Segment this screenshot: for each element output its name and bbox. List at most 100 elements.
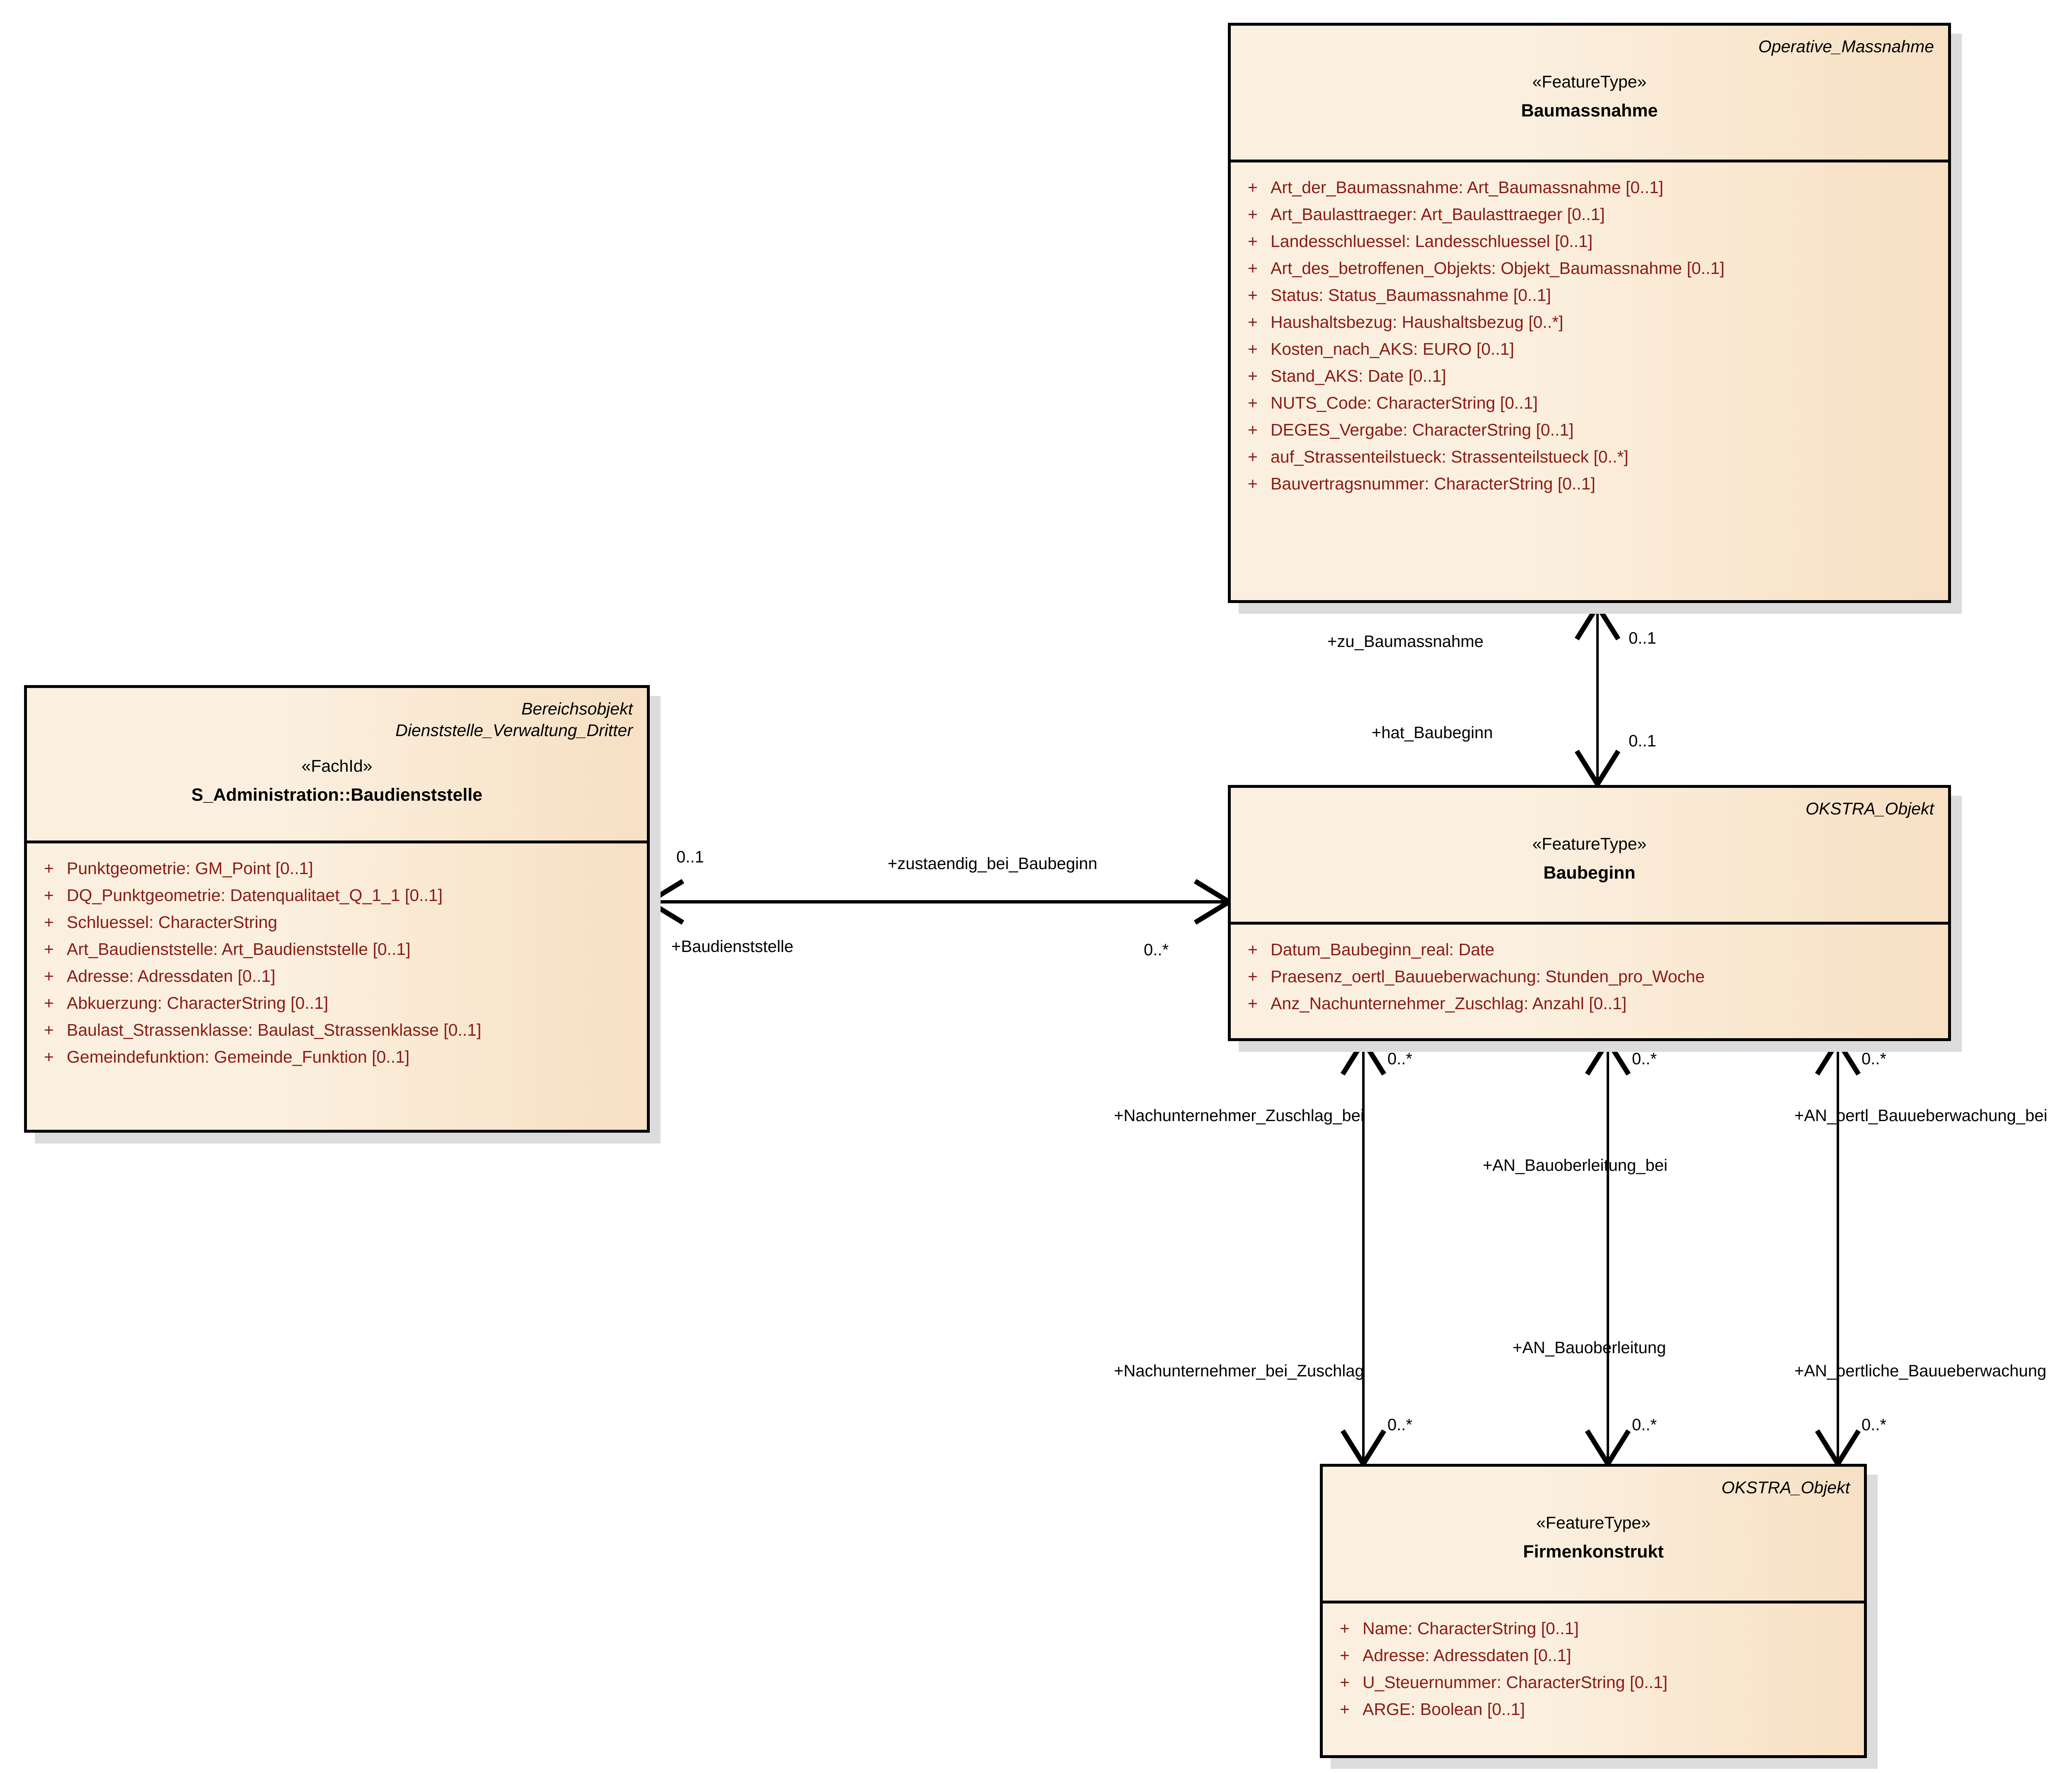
assoc-role-zu-baumassnahme: +zu_Baumassnahme xyxy=(1327,632,1484,651)
class-tagline-baubeginn: OKSTRA_Objekt xyxy=(1806,799,1934,818)
attribute-visibility: + xyxy=(44,913,54,932)
class-header-baumassnahme: Operative_Massnahme «FeatureType» Baumas… xyxy=(1231,26,1948,162)
attribute-row: + Baulast_Strassenklasse: Baulast_Strass… xyxy=(31,1017,643,1044)
attribute-signature: DQ_Punktgeometrie: Datenqualitaet_Q_1_1 … xyxy=(67,886,443,905)
attribute-signature: Punktgeometrie: GM_Point [0..1] xyxy=(67,859,313,878)
assoc-role-nachunternehmer-bei-zuschlag: +Nachunternehmer_bei_Zuschlag xyxy=(1114,1362,1364,1380)
class-header-baubeginn: OKSTRA_Objekt «FeatureType» Baubeginn xyxy=(1231,788,1948,925)
attribute-visibility: + xyxy=(1248,178,1258,197)
attribute-signature: DEGES_Vergabe: CharacterString [0..1] xyxy=(1271,420,1574,439)
attribute-signature: Anz_Nachunternehmer_Zuschlag: Anzahl [0.… xyxy=(1271,994,1627,1013)
assoc-mult-bauoberleitung-bottom: 0..* xyxy=(1632,1416,1657,1434)
assoc-role-zustaendig-bei-baubeginn: +zustaendig_bei_Baubeginn xyxy=(888,855,1097,873)
attribute-row: + ARGE: Boolean [0..1] xyxy=(1327,1696,1860,1723)
class-attributes-firmenkonstrukt: + Name: CharacterString [0..1] + Adresse… xyxy=(1323,1603,1864,1734)
class-stereotype-baudienststelle: «FachId» xyxy=(301,756,373,775)
assoc-role-an-bauoberleitung: +AN_Bauoberleitung xyxy=(1513,1339,1666,1357)
attribute-signature: Praesenz_oertl_Bauueberwachung: Stunden_… xyxy=(1271,967,1705,986)
attribute-signature: Haushaltsbezug: Haushaltsbezug [0..*] xyxy=(1271,312,1564,332)
attribute-visibility: + xyxy=(44,1020,54,1039)
attribute-visibility: + xyxy=(44,1047,54,1066)
attribute-visibility: + xyxy=(44,940,54,959)
attribute-signature: Gemeindefunktion: Gemeinde_Funktion [0..… xyxy=(67,1047,410,1066)
class-box-firmenkonstrukt[interactable]: OKSTRA_Objekt «FeatureType» Firmenkonstr… xyxy=(1320,1464,1867,1758)
attribute-visibility: + xyxy=(1248,339,1258,358)
attribute-visibility: + xyxy=(1248,474,1258,493)
class-tagline-firmenkonstrukt: OKSTRA_Objekt xyxy=(1721,1478,1850,1497)
assoc-mult-baubeginn-right: 0..* xyxy=(1144,941,1169,959)
assoc-mult-bauoberleitung-top: 0..* xyxy=(1632,1050,1657,1068)
attribute-row: + Adresse: Adressdaten [0..1] xyxy=(1327,1642,1860,1669)
assoc-mult-nachunternehmer-top: 0..* xyxy=(1387,1050,1413,1068)
class-name-baumassnahme: Baumassnahme xyxy=(1521,101,1658,121)
attribute-visibility: + xyxy=(1248,286,1258,305)
attribute-signature: Bauvertragsnummer: CharacterString [0..1… xyxy=(1271,474,1595,493)
attribute-signature: Stand_AKS: Date [0..1] xyxy=(1271,366,1446,385)
attribute-signature: U_Steuernummer: CharacterString [0..1] xyxy=(1363,1673,1668,1692)
assoc-role-nachunternehmer-zuschlag-bei: +Nachunternehmer_Zuschlag_bei xyxy=(1114,1107,1364,1125)
class-stereotype-baubeginn: «FeatureType» xyxy=(1532,834,1647,854)
class-name-firmenkonstrukt: Firmenkonstrukt xyxy=(1523,1542,1664,1562)
class-name-baubeginn: Baubeginn xyxy=(1543,863,1636,883)
attribute-signature: Schluessel: CharacterString xyxy=(67,913,278,932)
class-box-baudienststelle[interactable]: Bereichsobjekt Dienststelle_Verwaltung_D… xyxy=(24,685,650,1133)
attribute-row: + Punktgeometrie: GM_Point [0..1] xyxy=(31,855,643,882)
class-header-baudienststelle: Bereichsobjekt Dienststelle_Verwaltung_D… xyxy=(27,688,647,843)
attribute-signature: Art_der_Baumassnahme: Art_Baumassnahme [… xyxy=(1271,178,1664,197)
assoc-mult-zu-baumassnahme: 0..1 xyxy=(1629,629,1656,647)
attribute-visibility: + xyxy=(1248,232,1258,251)
attribute-row: + Landesschluessel: Landesschluessel [0.… xyxy=(1235,228,1944,255)
class-header-firmenkonstrukt: OKSTRA_Objekt «FeatureType» Firmenkonstr… xyxy=(1323,1467,1864,1603)
assoc-role-baudienststelle: +Baudienststelle xyxy=(671,937,794,956)
attribute-row: + Haushaltsbezug: Haushaltsbezug [0..*] xyxy=(1235,309,1944,336)
attribute-signature: Art_Baulasttraeger: Art_Baulasttraeger [… xyxy=(1271,205,1605,224)
attribute-visibility: + xyxy=(1340,1673,1350,1692)
assoc-role-an-oertliche-bauueberwachung: +AN_oertliche_Bauueberwachung xyxy=(1794,1362,2047,1380)
attribute-visibility: + xyxy=(1340,1646,1350,1665)
attribute-row: + Adresse: Adressdaten [0..1] xyxy=(31,963,643,990)
attribute-visibility: + xyxy=(44,859,54,878)
attribute-signature: auf_Strassenteilstueck: Strassenteilstue… xyxy=(1271,447,1629,466)
attribute-visibility: + xyxy=(44,886,54,905)
assoc-mult-bauueberwachung-top: 0..* xyxy=(1861,1050,1887,1068)
attribute-visibility: + xyxy=(1248,366,1258,385)
attribute-visibility: + xyxy=(1248,940,1258,959)
attribute-visibility: + xyxy=(1248,312,1258,332)
attribute-row: + Art_der_Baumassnahme: Art_Baumassnahme… xyxy=(1235,174,1944,201)
attribute-visibility: + xyxy=(1248,994,1258,1013)
attribute-row: + Stand_AKS: Date [0..1] xyxy=(1235,363,1944,390)
class-tagline-baudienststelle-line2: Dienststelle_Verwaltung_Dritter xyxy=(395,721,633,740)
class-box-baubeginn[interactable]: OKSTRA_Objekt «FeatureType» Baubeginn + … xyxy=(1228,785,1951,1041)
assoc-role-an-bauoberleitung-bei: +AN_Bauoberleitung_bei xyxy=(1483,1156,1668,1175)
class-tagline-baudienststelle-line1: Bereichsobjekt xyxy=(521,699,633,718)
attribute-row: + Kosten_nach_AKS: EURO [0..1] xyxy=(1235,336,1944,363)
class-box-baumassnahme[interactable]: Operative_Massnahme «FeatureType» Baumas… xyxy=(1228,23,1951,603)
attribute-signature: Name: CharacterString [0..1] xyxy=(1363,1619,1579,1638)
attribute-row: + Name: CharacterString [0..1] xyxy=(1327,1615,1860,1642)
attribute-signature: Status: Status_Baumassnahme [0..1] xyxy=(1271,286,1551,305)
assoc-role-an-oertl-bauueberwachung-bei: +AN_oertl_Bauueberwachung_bei xyxy=(1794,1107,2048,1125)
attribute-visibility: + xyxy=(1340,1700,1350,1719)
class-stereotype-baumassnahme: «FeatureType» xyxy=(1532,72,1647,92)
attribute-row: + Art_Baudienststelle: Art_Baudienststel… xyxy=(31,936,643,963)
assoc-mult-bauueberwachung-bottom: 0..* xyxy=(1861,1416,1887,1434)
attribute-row: + Schluessel: CharacterString xyxy=(31,909,643,936)
class-attributes-baumassnahme: + Art_der_Baumassnahme: Art_Baumassnahme… xyxy=(1231,162,1948,509)
attribute-row: + auf_Strassenteilstueck: Strassenteilst… xyxy=(1235,443,1944,470)
attribute-signature: Datum_Baubeginn_real: Date xyxy=(1271,940,1495,959)
attribute-visibility: + xyxy=(44,966,54,986)
attribute-row: + Datum_Baubeginn_real: Date xyxy=(1235,936,1944,963)
attribute-signature: NUTS_Code: CharacterString [0..1] xyxy=(1271,393,1538,412)
attribute-visibility: + xyxy=(1248,967,1258,986)
attribute-signature: Art_des_betroffenen_Objekts: Objekt_Baum… xyxy=(1271,259,1725,278)
attribute-row: + DQ_Punktgeometrie: Datenqualitaet_Q_1_… xyxy=(31,882,643,909)
attribute-row: + Bauvertragsnummer: CharacterString [0.… xyxy=(1235,470,1944,497)
attribute-row: + Art_Baulasttraeger: Art_Baulasttraeger… xyxy=(1235,201,1944,228)
attribute-row: + Gemeindefunktion: Gemeinde_Funktion [0… xyxy=(31,1044,643,1071)
attribute-signature: Baulast_Strassenklasse: Baulast_Strassen… xyxy=(67,1020,482,1039)
attribute-row: + Art_des_betroffenen_Objekts: Objekt_Ba… xyxy=(1235,255,1944,282)
assoc-mult-baudienststelle-left: 0..1 xyxy=(676,848,704,866)
attribute-visibility: + xyxy=(1248,205,1258,224)
attribute-row: + DEGES_Vergabe: CharacterString [0..1] xyxy=(1235,417,1944,443)
attribute-signature: Adresse: Adressdaten [0..1] xyxy=(67,966,276,986)
